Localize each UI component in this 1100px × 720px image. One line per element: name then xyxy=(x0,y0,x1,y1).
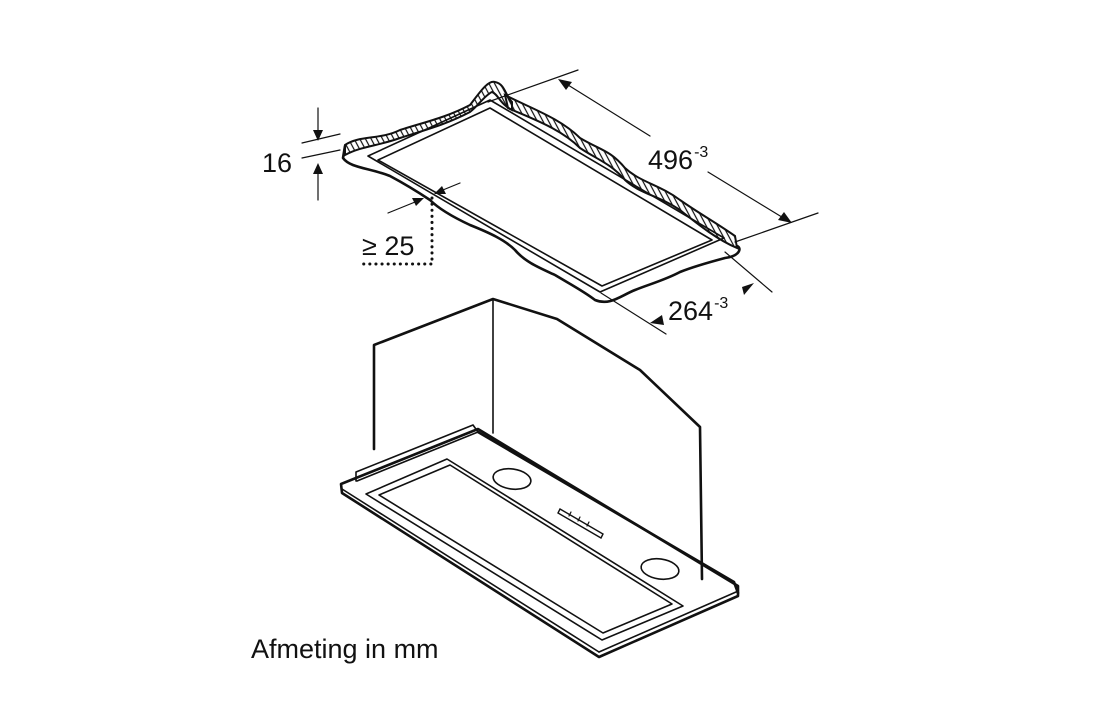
hood-base-plate xyxy=(339,427,740,659)
cutout-width-value: 264 xyxy=(668,296,714,326)
cutout-width-tolerance: -3 xyxy=(714,295,729,312)
cutout-length-value: 496 xyxy=(648,145,694,175)
cutout-width-label: 264-3 xyxy=(668,295,729,326)
filter-frame-inner xyxy=(378,464,673,634)
thickness-value: 16 xyxy=(262,148,293,178)
control-buttons xyxy=(557,508,604,539)
light-right xyxy=(640,557,680,581)
cutout-outer xyxy=(367,99,725,293)
edge-clearance-label: ≥ 25 xyxy=(362,233,414,260)
units-caption: Afmeting in mm xyxy=(251,634,439,664)
cutout-length-label: 496-3 xyxy=(648,144,709,175)
cooker-hood xyxy=(339,297,740,659)
hood-back-rim xyxy=(355,424,479,482)
ceiling-panel xyxy=(341,80,741,304)
dimension-cutout-width xyxy=(600,251,773,335)
filter-frame-outer xyxy=(365,458,684,641)
dimension-thickness xyxy=(301,107,341,201)
hood-rim-right xyxy=(476,430,740,595)
thickness-label: 16 xyxy=(262,150,292,177)
light-left xyxy=(492,467,532,491)
cutout-inner xyxy=(377,107,713,287)
dimension-cutout-length xyxy=(487,69,819,243)
panel-section-right xyxy=(503,93,739,250)
dimension-edge-clearance xyxy=(360,182,461,266)
edge-clearance-value: ≥ 25 xyxy=(362,231,415,261)
panel-section-left xyxy=(344,80,513,157)
hood-housing xyxy=(372,297,704,581)
cutout-length-tolerance: -3 xyxy=(694,144,709,161)
panel-front-edge xyxy=(341,144,741,304)
